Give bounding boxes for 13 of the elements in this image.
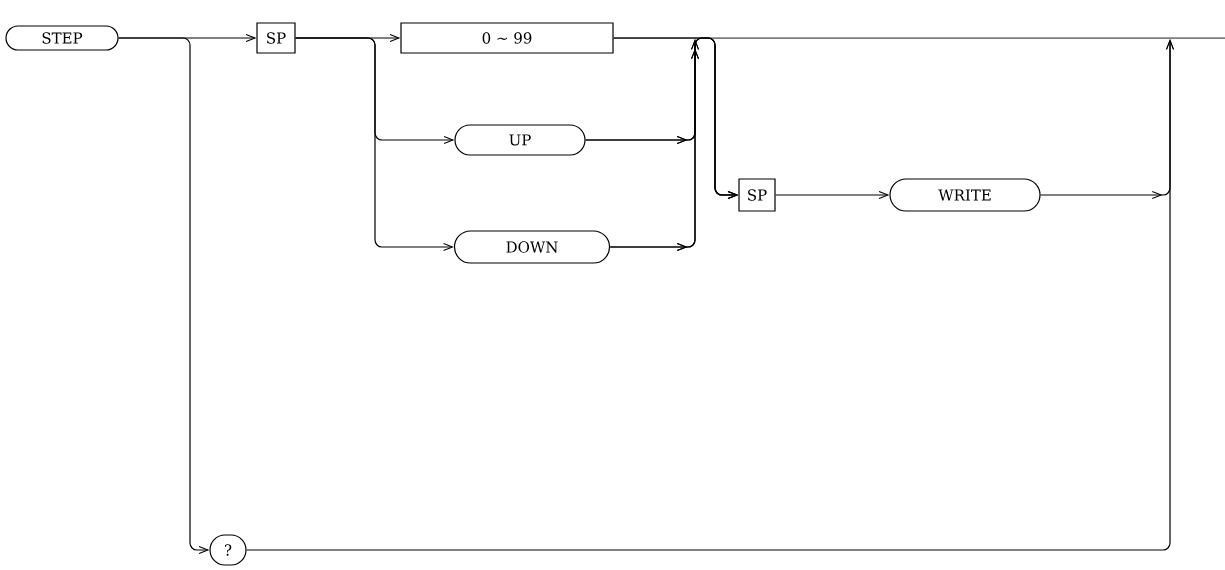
- rounded-terminal: WRITE: [889, 178, 1041, 212]
- arrow: [775, 191, 889, 199]
- rounded-terminal: UP: [454, 124, 586, 156]
- parameter-box: SP: [256, 22, 296, 54]
- rounded-terminal: STEP: [5, 25, 119, 51]
- arrow: [246, 39, 1174, 551]
- rounded-terminal: DOWN: [453, 230, 611, 264]
- arrow: [295, 37, 454, 251]
- rounded-terminal: ?: [209, 534, 247, 566]
- arrow: [609, 37, 738, 251]
- arrow: [118, 37, 209, 554]
- parameter-box: SP: [738, 178, 776, 212]
- parameter-box: 0 ~ 99: [400, 22, 614, 54]
